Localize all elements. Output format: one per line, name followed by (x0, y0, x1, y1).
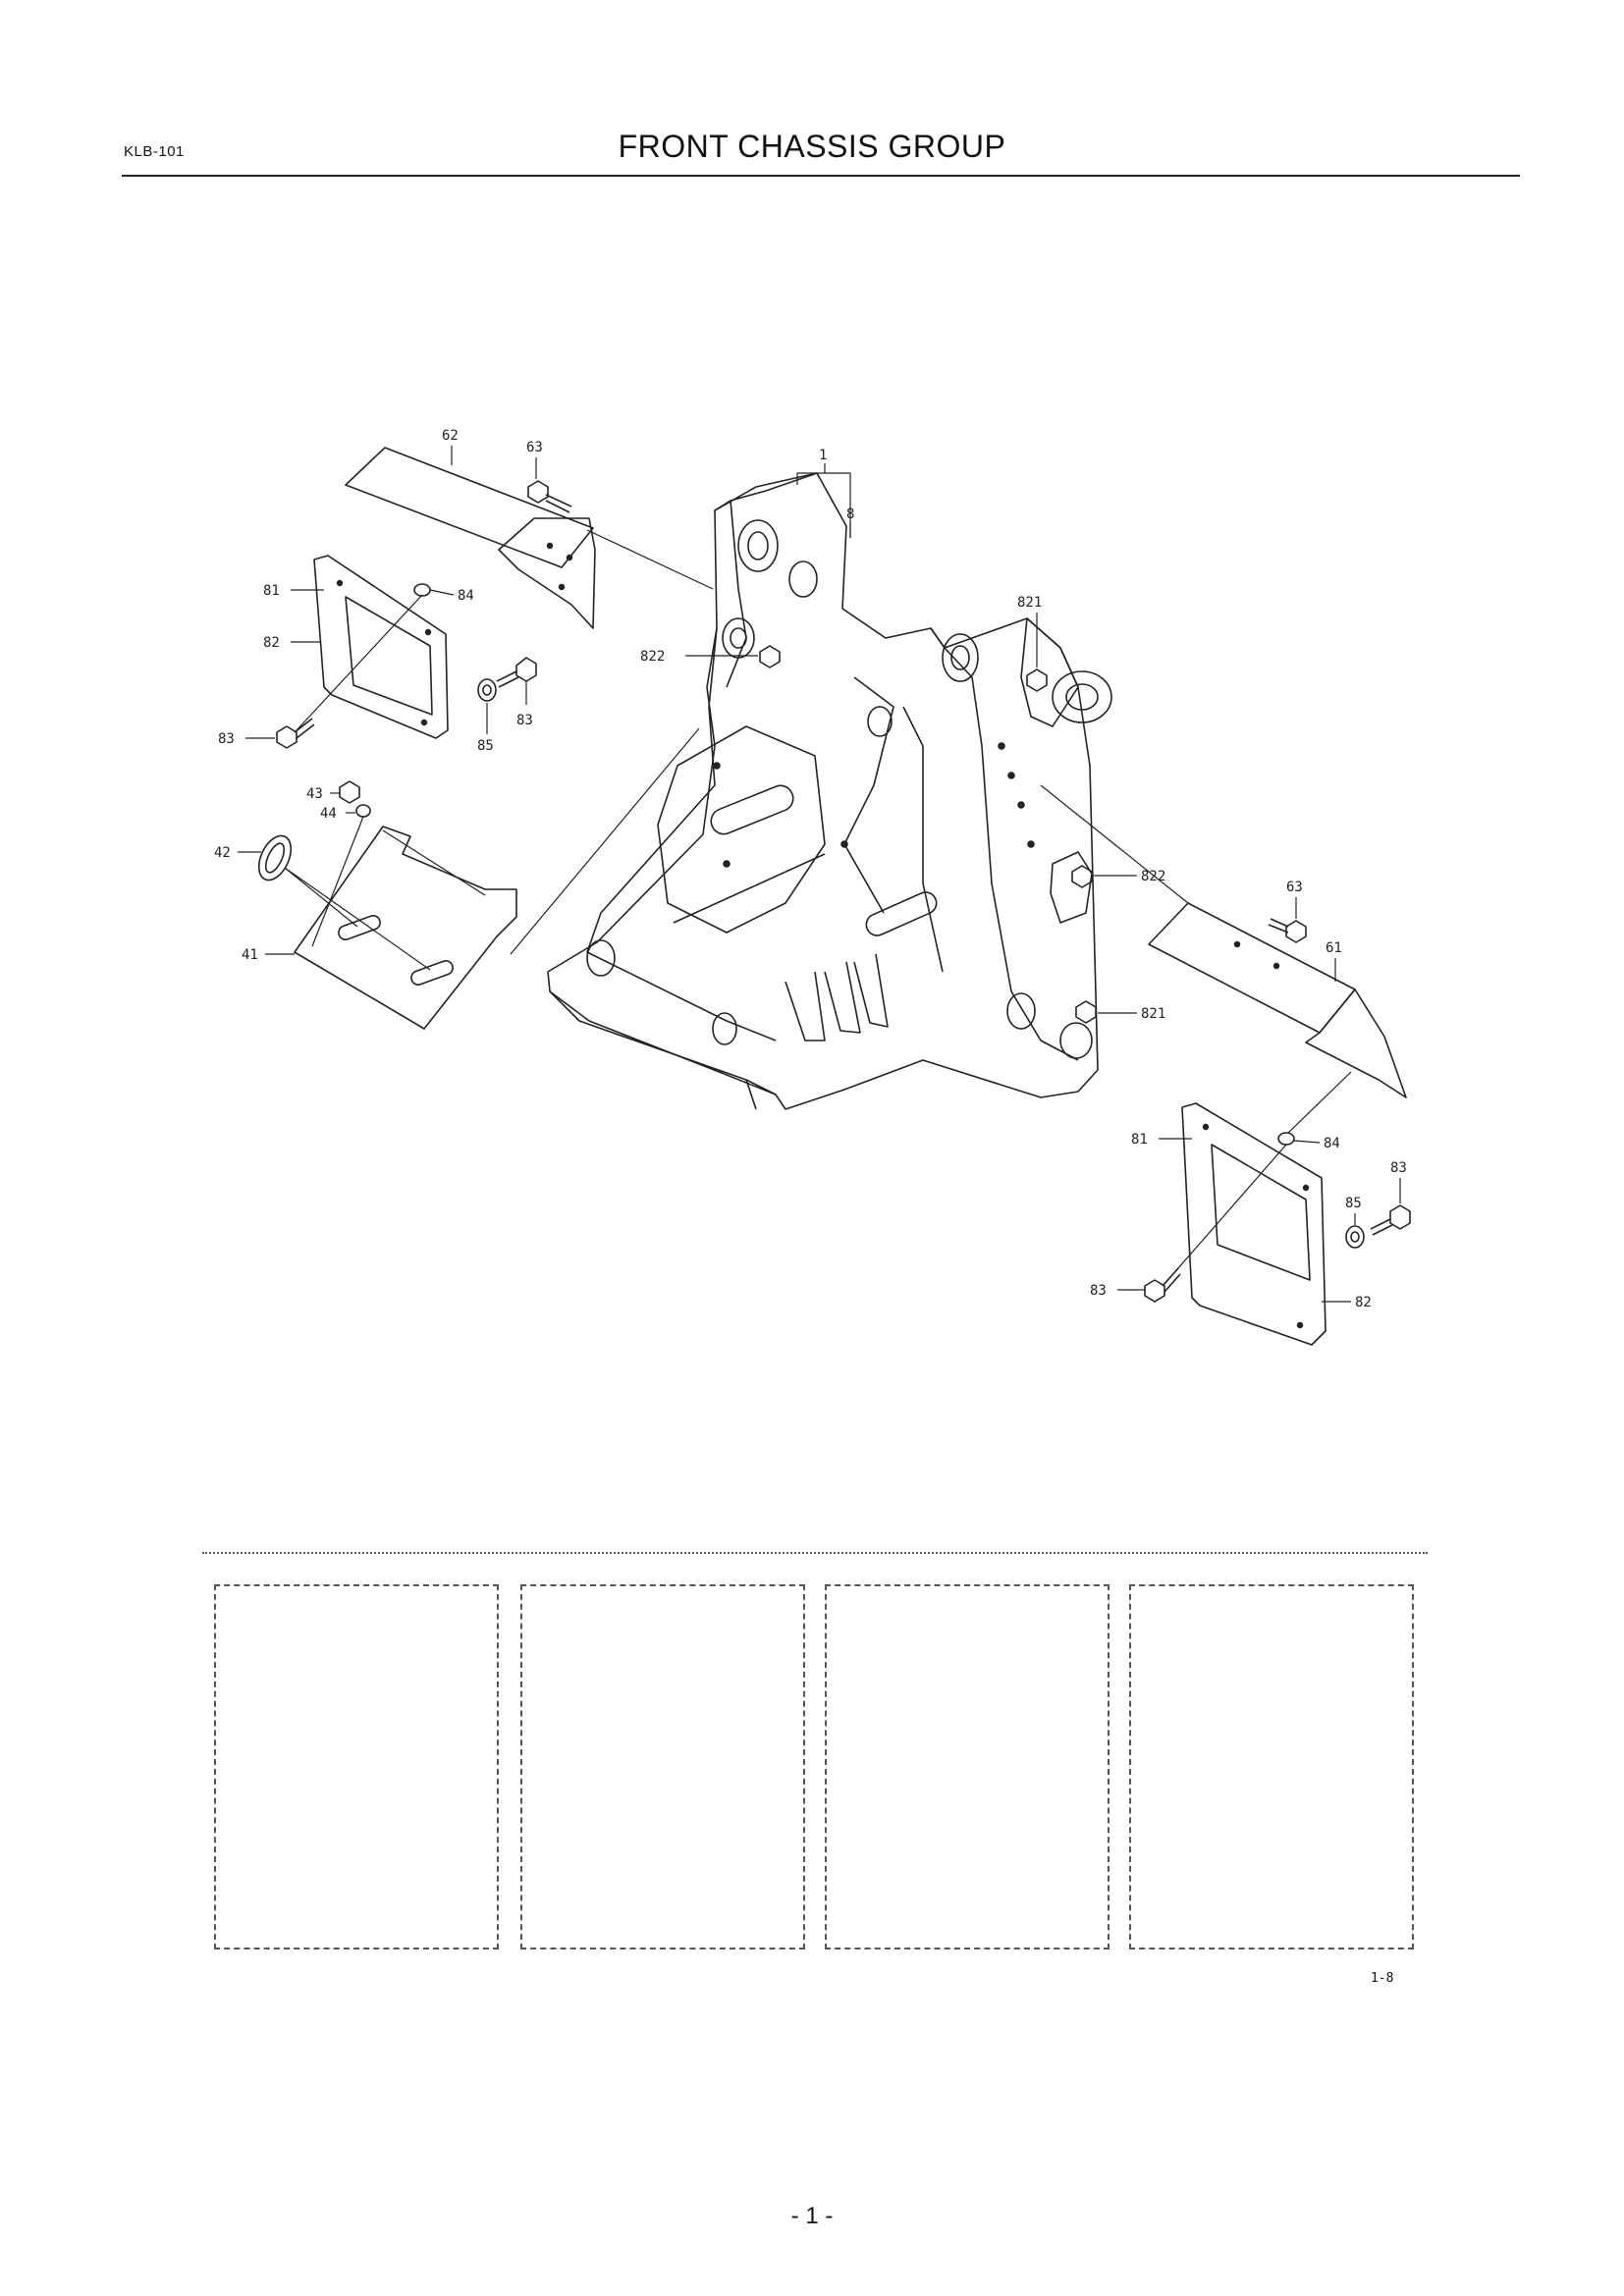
callout-41: 41 (242, 947, 258, 963)
leader-lines (238, 446, 1401, 1303)
header-divider (122, 175, 1520, 177)
callout-84-right: 84 (1324, 1136, 1340, 1151)
callout-63-right: 63 (1286, 880, 1303, 895)
parts-list-box-1 (214, 1584, 499, 1949)
callout-61: 61 (1326, 940, 1342, 956)
callout-labels: 62 63 1 8 81 84 82 821 822 83 85 83 43 4… (214, 428, 1407, 1310)
grommet-42 (257, 834, 293, 881)
mud-guard-right (1181, 1102, 1326, 1346)
callout-822-upper: 822 (640, 649, 665, 665)
callout-63-upper: 63 (526, 440, 543, 455)
callout-8: 8 (846, 507, 854, 522)
front-chassis-frame (547, 472, 1112, 1110)
fender-part-61 (1148, 902, 1407, 1098)
parts-table-divider (202, 1552, 1428, 1554)
parts-list-box-4 (1129, 1584, 1414, 1949)
callout-821-upper: 821 (1017, 595, 1042, 611)
callout-44: 44 (320, 806, 337, 822)
mud-guard-left (313, 555, 449, 739)
callout-85-left: 85 (477, 738, 494, 754)
page-title: FRONT CHASSIS GROUP (618, 129, 1006, 164)
callout-81-left: 81 (263, 583, 280, 599)
page-number: - 1 - (790, 2203, 834, 2229)
callout-83-lower-left: 83 (218, 731, 235, 747)
callout-83-lower-right: 83 (1090, 1283, 1107, 1299)
callout-82-right: 82 (1355, 1295, 1372, 1310)
callout-81-right: 81 (1131, 1132, 1148, 1148)
callout-84-left: 84 (458, 588, 474, 604)
callout-1: 1 (819, 448, 827, 463)
callout-83-upper-right: 83 (516, 713, 533, 728)
exploded-parts-diagram: 62 63 1 8 81 84 82 821 822 83 85 83 43 4… (214, 428, 1411, 1346)
callout-822-right: 822 (1141, 869, 1165, 884)
callout-85-right: 85 (1345, 1196, 1362, 1211)
figure-code: 1-8 (1371, 1971, 1394, 1986)
fender-part-62 (345, 447, 596, 629)
parts-list-box-3 (825, 1584, 1110, 1949)
callout-43: 43 (306, 786, 323, 802)
callout-42: 42 (214, 845, 231, 861)
callout-821-lower: 821 (1141, 1006, 1165, 1022)
callout-82-left: 82 (263, 635, 280, 651)
callout-83-right: 83 (1390, 1160, 1407, 1176)
bracket-plate-41 (294, 826, 517, 1030)
callout-62: 62 (442, 428, 459, 444)
parts-list-box-2 (520, 1584, 805, 1949)
document-code: KLB-101 (124, 143, 185, 160)
